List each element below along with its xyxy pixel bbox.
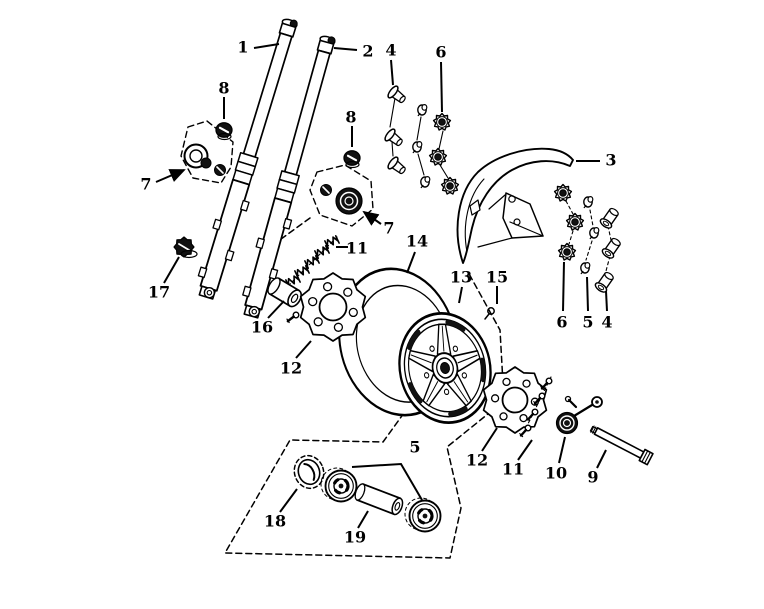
part-label-8: 8 (345, 108, 357, 147)
front-fender (456, 147, 574, 264)
part-label-4: 4 (601, 290, 613, 332)
part-number: 11 (502, 460, 524, 479)
part-label-1: 1 (237, 38, 280, 57)
part-number: 8 (218, 79, 229, 98)
axle-spacer (267, 277, 302, 308)
part-number: 12 (466, 451, 488, 470)
speedometer-gear (555, 395, 603, 435)
valve-stem (484, 307, 495, 320)
part-label-7: 7 (362, 210, 395, 238)
fender-fastener-group-right (553, 183, 624, 295)
brake-disc-left (299, 272, 367, 342)
part-number: 4 (601, 313, 612, 332)
part-label-6: 6 (556, 261, 568, 332)
part-label-2: 2 (333, 42, 374, 61)
part-label-13: 13 (450, 268, 472, 304)
part-label-15: 15 (486, 268, 508, 304)
fender-fastener-group-top (382, 83, 460, 195)
part-label-5: 5 (351, 438, 423, 501)
part-number: 14 (406, 232, 428, 251)
wheel-spokes (408, 323, 481, 407)
part-label-11: 11 (502, 439, 533, 479)
cap-nut-17 (173, 236, 198, 259)
part-label-5: 5 (582, 276, 594, 332)
part-number: 11 (346, 239, 368, 258)
part-number: 13 (450, 268, 472, 287)
part-number: 1 (237, 38, 248, 57)
disc-bolts (518, 376, 553, 438)
part-number: 6 (435, 43, 446, 62)
part-number: 17 (148, 283, 170, 302)
wheel-bearing-left (319, 466, 359, 504)
wheel-bearing-right (403, 496, 443, 534)
front-wheel (398, 312, 492, 424)
part-label-19: 19 (344, 510, 369, 547)
part-label-14: 14 (406, 232, 428, 274)
caliper-bracket-right (309, 164, 374, 227)
part-number: 4 (385, 41, 396, 60)
bracket-bolt-left (214, 121, 234, 141)
part-number: 6 (556, 313, 567, 332)
part-label-9: 9 (587, 449, 607, 487)
part-label-3: 3 (576, 151, 617, 170)
part-label-16: 16 (251, 300, 285, 337)
part-number: 8 (345, 108, 356, 127)
part-number: 10 (545, 464, 567, 483)
part-label-8: 8 (218, 79, 230, 119)
part-number: 5 (409, 438, 420, 457)
part-number: 12 (280, 359, 302, 378)
part-number: 16 (251, 318, 273, 337)
fork-tube-left (192, 14, 305, 302)
part-label-12: 12 (466, 427, 498, 470)
part-number: 19 (344, 528, 366, 547)
part-number: 2 (362, 42, 373, 61)
part-label-7: 7 (140, 169, 186, 194)
part-number: 9 (587, 468, 598, 487)
caliper-bracket-left (180, 120, 234, 184)
part-number: 18 (264, 512, 286, 531)
pad-springs (285, 235, 340, 326)
part-label-10: 10 (545, 436, 567, 483)
front-axle (589, 425, 654, 466)
part-number: 15 (486, 268, 508, 287)
part-number: 7 (140, 175, 151, 194)
part-label-11: 11 (336, 239, 368, 258)
part-number: 5 (582, 313, 593, 332)
part-label-4: 4 (385, 41, 397, 86)
oil-seal (293, 454, 325, 490)
part-label-17: 17 (148, 256, 180, 302)
part-number: 3 (605, 151, 616, 170)
part-label-12: 12 (280, 340, 312, 378)
part-label-6: 6 (435, 43, 447, 113)
fork-tube-right (237, 31, 343, 321)
hub-spacer-tube (354, 483, 404, 516)
part-number: 7 (383, 219, 394, 238)
part-label-18: 18 (264, 488, 298, 531)
bracket-bolt-right (342, 149, 362, 169)
